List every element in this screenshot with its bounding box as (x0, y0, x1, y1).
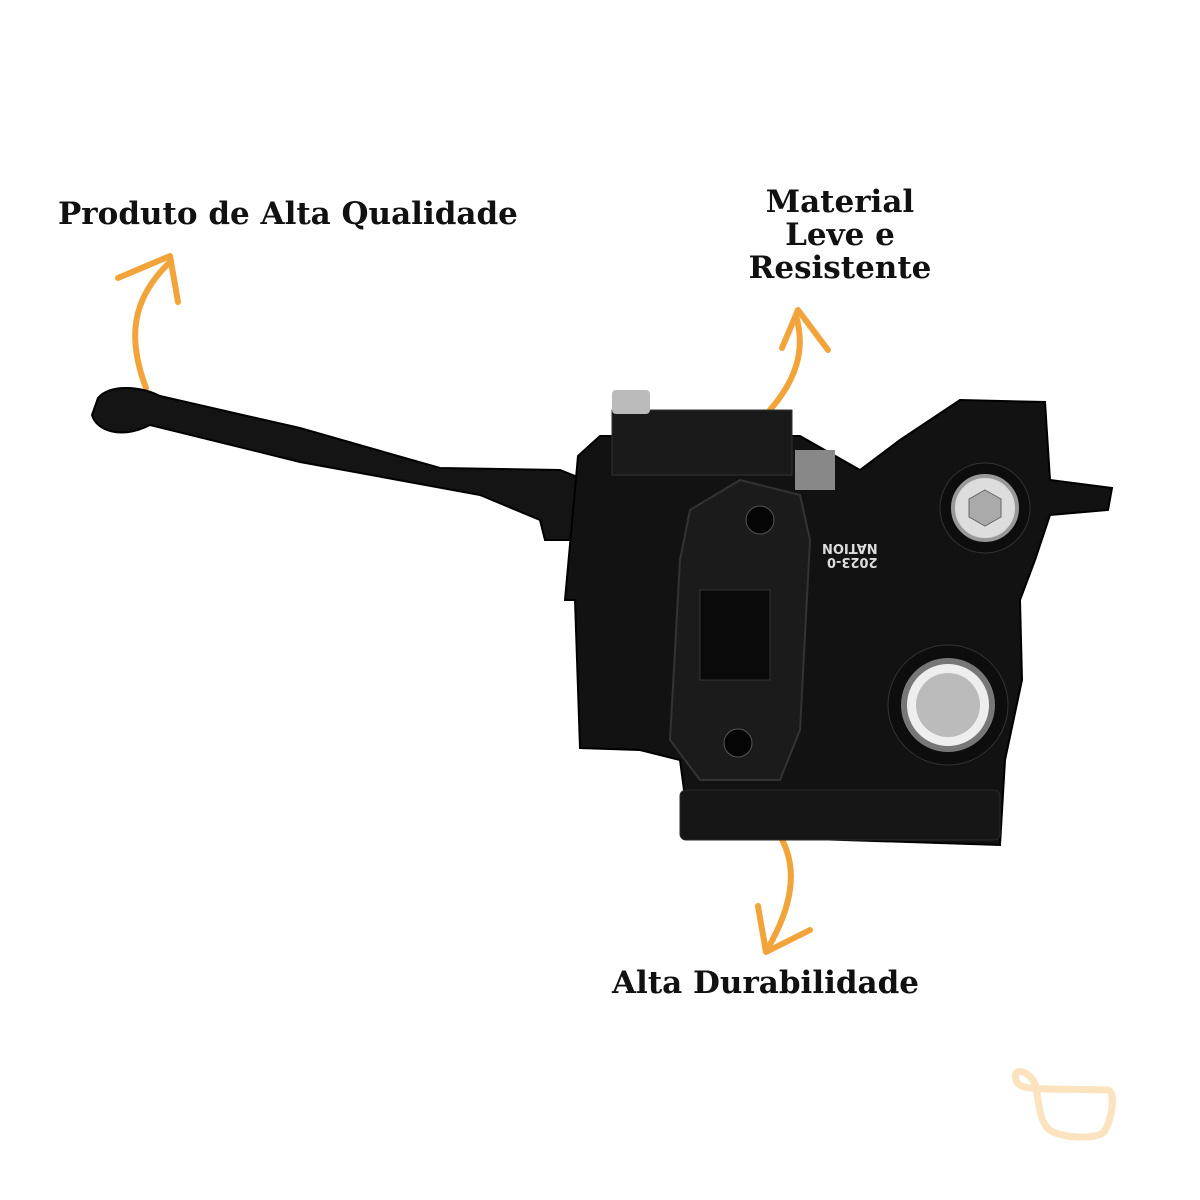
brake-lever (90, 387, 606, 541)
callout-material: Material Leve e Resistente (740, 186, 940, 285)
callout-material-line: Material (765, 184, 915, 220)
callout-material-line: Resistente (748, 250, 932, 286)
brand-logo-icon (1011, 1068, 1116, 1141)
marking-line: NATION (822, 540, 878, 555)
arrow-quality-icon (115, 253, 181, 391)
callout-quality: Produto de Alta Qualidade (58, 196, 518, 232)
master-cylinder (563, 390, 1114, 847)
product-marking: 2023-0 NATION (822, 540, 878, 569)
bolt-icon (939, 462, 1031, 554)
marking-line: 2023-0 (826, 554, 878, 569)
callout-durability: Alta Durabilidade (612, 965, 920, 1001)
sight-glass-icon (887, 644, 1009, 766)
callout-material-line: Leve e (785, 217, 895, 253)
arrow-durability-icon (755, 833, 813, 955)
arrow-material-icon (767, 307, 831, 413)
